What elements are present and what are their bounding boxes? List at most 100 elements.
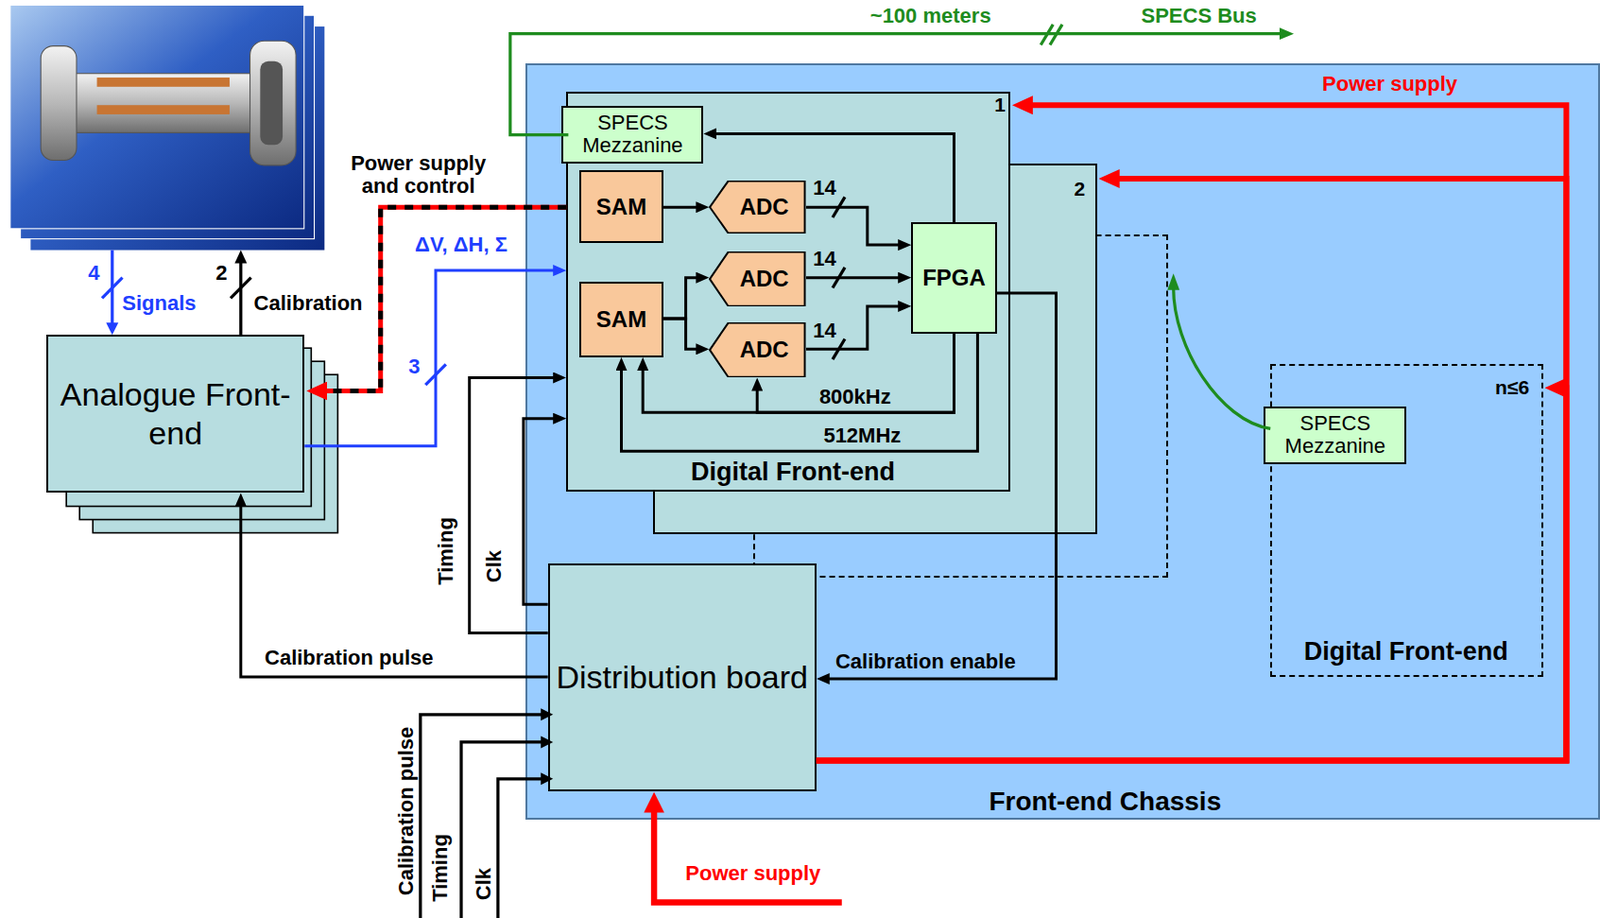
- mezzanine-box: SPECS Mezzanine: [561, 105, 704, 163]
- connector: [806, 306, 906, 349]
- connector: [240, 498, 549, 677]
- node-text: Analogue Front-end: [48, 375, 303, 453]
- connector: [469, 378, 562, 634]
- sam-box: SAM: [579, 170, 664, 243]
- adc-block: ADC: [708, 180, 807, 234]
- signal-label: SPECS Bus: [1141, 4, 1257, 28]
- connector-line: [663, 206, 705, 209]
- digital-board: 1Digital Front-end SPECS MezzanineSAM SAM A…: [566, 91, 1011, 492]
- arrow-head: [540, 772, 553, 785]
- signal-label: Calibration pulse: [395, 726, 418, 895]
- connector: [816, 178, 1567, 760]
- connector: [663, 277, 705, 319]
- arrow-head: [540, 735, 553, 748]
- connector-line: [816, 104, 1567, 760]
- front-end-chassis: Front-end Chassis Distribution board 2 1Dig…: [525, 63, 1600, 820]
- connector-label: ΔV, ΔH, Σ: [414, 233, 508, 257]
- connector-label: Calibration enable: [835, 650, 1016, 673]
- connector-label: 800kHz: [819, 385, 892, 409]
- mezzanine-box: SPECS Mezzanine: [1263, 406, 1407, 465]
- signal-wires: [102, 196, 845, 918]
- signal-label: ~100 meters: [870, 4, 992, 28]
- connector-label: 14: [812, 319, 836, 343]
- arrow-head: [105, 322, 119, 335]
- connector-label: Calibration pulse: [264, 646, 433, 670]
- arrow-head: [234, 250, 247, 264]
- arrow-head: [540, 707, 553, 721]
- node-text: 2: [1073, 177, 1085, 201]
- node-text: Distribution board: [556, 657, 809, 697]
- signal-label: 3: [408, 355, 420, 379]
- adc-outline: [709, 323, 806, 378]
- connector-label: Power supply and control: [333, 151, 504, 197]
- fpga-box: FPGA: [911, 222, 998, 334]
- connector-line: [756, 333, 954, 413]
- connector: [708, 133, 954, 223]
- node-text: Digital Front-end: [690, 456, 895, 486]
- signal-label: Clk: [472, 867, 496, 900]
- specs-bus: [510, 24, 1282, 430]
- signal-label: Calibration: [254, 292, 363, 315]
- bpm-illustration: [10, 4, 326, 250]
- connector-line: [642, 333, 954, 413]
- connector-line: [822, 292, 1057, 679]
- connector-line: [806, 206, 906, 245]
- connector-line: [806, 306, 906, 349]
- connector: [806, 206, 906, 245]
- signal-label: Timing: [429, 833, 452, 902]
- connector-line: [663, 277, 705, 319]
- connector-line: [240, 498, 549, 677]
- node-text: SAM: [596, 306, 647, 333]
- connector: [756, 333, 954, 413]
- connector: [816, 104, 1567, 760]
- node-text: 1: [994, 93, 1006, 117]
- connector: [523, 418, 561, 605]
- node-text: Front-end Chassis: [988, 786, 1222, 817]
- connector-line: [621, 333, 979, 451]
- arrow-head: [1167, 273, 1180, 290]
- node-text: n≤6: [1495, 376, 1530, 399]
- connector: [642, 333, 954, 413]
- node-text: ADC: [739, 336, 790, 363]
- connector-label: Clk: [481, 550, 505, 583]
- connector-line: [523, 418, 561, 605]
- signal-label: 2: [215, 261, 227, 285]
- signal-label: Power supply: [685, 861, 821, 885]
- node-text: FPGA: [922, 264, 986, 292]
- adc-block: ADC: [708, 322, 807, 378]
- node-text: SPECS Mezzanine: [563, 111, 702, 157]
- connector-label: Power supply: [1322, 71, 1458, 95]
- connector-label: Timing: [434, 516, 458, 585]
- adc-outline: [709, 251, 806, 306]
- digital-board: n≤6Digital Front-endSPECS Mezzanine: [1270, 363, 1543, 676]
- node-text: ADC: [739, 265, 790, 293]
- connector: [816, 387, 1567, 760]
- analogue-box: Analogue Front-end: [46, 334, 305, 493]
- node-text: ADC: [739, 193, 790, 221]
- connector-line: [708, 133, 954, 223]
- connector-label: 14: [812, 247, 836, 271]
- connector-line: [816, 178, 1567, 760]
- distribution-box: Distribution board: [548, 563, 817, 792]
- signal-label: 4: [87, 261, 100, 285]
- connector: [621, 333, 979, 451]
- connector-line: [806, 275, 906, 279]
- connector-label: 14: [812, 176, 836, 200]
- connector-line: [816, 387, 1567, 760]
- arrow-head: [643, 791, 665, 813]
- connector: [822, 292, 1057, 679]
- signal-label: Signals: [121, 292, 196, 315]
- connector-line: [663, 318, 705, 349]
- node-text: Digital Front-end: [1304, 636, 1509, 666]
- adc-outline: [709, 181, 806, 234]
- connector-label: 512MHz: [823, 424, 901, 448]
- node-text: SPECS Mezzanine: [1265, 412, 1405, 458]
- connector: [806, 276, 906, 278]
- sam-box: SAM: [579, 281, 664, 358]
- connector-line: [469, 378, 562, 634]
- adc-block: ADC: [708, 251, 807, 307]
- arrow-head: [1279, 27, 1294, 40]
- connector: [663, 206, 705, 208]
- connector: [663, 318, 705, 349]
